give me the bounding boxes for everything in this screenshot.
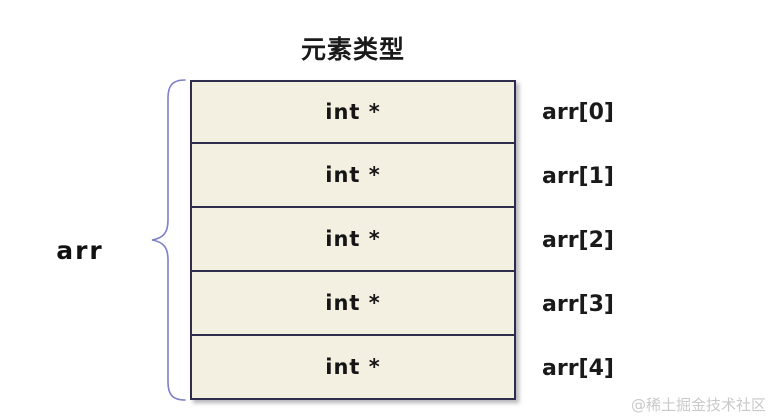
index-label: arr[2] <box>542 227 614 253</box>
array-cell: int * <box>190 80 516 144</box>
array-cell: int * <box>190 144 516 208</box>
array-box-stack: int * int * int * int * int * <box>190 80 516 400</box>
watermark: @稀土掘金技术社区 <box>630 396 766 414</box>
array-cell: int * <box>190 272 516 336</box>
cell-type-label: int * <box>325 291 381 315</box>
array-cell: int * <box>190 336 516 400</box>
index-label-column: arr[0] arr[1] arr[2] arr[3] arr[4] <box>542 80 614 400</box>
index-label: arr[0] <box>542 99 614 125</box>
diagram-title: 元素类型 <box>300 35 405 64</box>
index-label: arr[4] <box>542 355 614 381</box>
index-label: arr[1] <box>542 163 614 189</box>
cell-type-label: int * <box>325 100 381 124</box>
cell-type-label: int * <box>325 355 381 379</box>
curly-brace-icon <box>151 79 186 401</box>
cell-type-label: int * <box>325 227 381 251</box>
index-label: arr[3] <box>542 291 614 317</box>
cell-type-label: int * <box>325 163 381 187</box>
array-name-label: arr <box>56 236 104 265</box>
array-cell: int * <box>190 208 516 272</box>
